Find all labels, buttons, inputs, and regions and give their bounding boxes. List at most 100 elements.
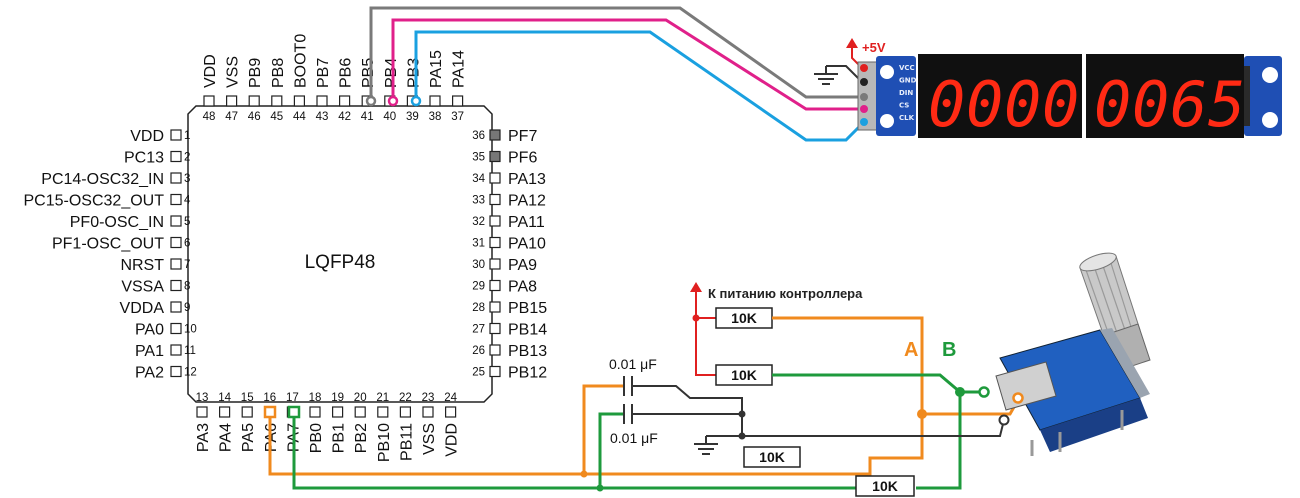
pin-number: 6 (184, 238, 190, 250)
pin-number: 20 (354, 392, 367, 404)
cap-top-label: 0.01 μF (609, 356, 657, 372)
wire-magenta-din (391, 18, 864, 111)
pin-label: PA9 (508, 257, 537, 274)
pin-number: 28 (472, 302, 485, 314)
module-pin-label: CS (899, 102, 909, 110)
pin-label: NRST (120, 257, 164, 274)
gnd-dot (860, 78, 868, 86)
display-digit: 0 (1042, 68, 1079, 141)
pin-number: 9 (184, 302, 190, 314)
b-joint-main (955, 387, 965, 397)
pin-left-8: 8 VSSA (121, 279, 190, 296)
power-arrow-icon (690, 282, 702, 292)
pin-number: 45 (270, 111, 283, 123)
vcc-dot (860, 64, 868, 72)
supply-label: +5V (862, 40, 886, 55)
pin-label: PB7 (315, 58, 332, 88)
pin-label: PB12 (508, 365, 547, 382)
a-joint-bottom (580, 470, 588, 478)
pin-label: VDD (444, 423, 461, 457)
wire-b-bus (600, 390, 984, 490)
display-block-right (1086, 54, 1244, 138)
pin-left-1: 1 VDD (130, 128, 190, 145)
wire-a-bus (584, 399, 1020, 476)
pin-label: PF6 (508, 150, 537, 167)
pin-label: VSSA (121, 279, 164, 296)
pin-label: VDD (130, 128, 164, 145)
pin-label: VDD (202, 54, 219, 88)
pin-number: 8 (184, 281, 190, 293)
ground-icon (814, 66, 838, 85)
display-digit: 5 (1208, 68, 1245, 141)
pin-label: PA8 (508, 279, 537, 296)
cap-joint (738, 410, 746, 418)
power-label: К питанию контроллера (708, 286, 863, 301)
power-joint (692, 314, 700, 322)
pin-label: PF1-OSC_OUT (52, 236, 164, 253)
pin-number: 41 (361, 111, 374, 123)
pin-number: 44 (293, 111, 306, 123)
pin-label: PB0 (308, 423, 325, 453)
pin-number: 42 (338, 111, 351, 123)
pin-label: PA15 (428, 50, 445, 88)
pin-number: 27 (472, 324, 485, 336)
pin-left-6: 6 PF1-OSC_OUT (52, 236, 190, 253)
resistor-series-b (855, 475, 915, 497)
mount-hole-bl (880, 114, 894, 128)
pins-left: 1VDD2PC133PC14-OSC32_IN4PC15-OSC32_OUT5P… (24, 128, 197, 382)
cap-a-ground-wire (632, 385, 743, 436)
pin-label: PB2 (353, 423, 370, 453)
pin-number: 43 (316, 111, 329, 123)
pin-number: 1 (184, 130, 190, 142)
pin-right-32: 32 PA11 (472, 214, 545, 231)
display-digit: 6 (1170, 68, 1207, 141)
pin-number: 34 (472, 173, 485, 185)
pin-number: 12 (184, 367, 197, 379)
pin-number: 11 (184, 345, 196, 357)
mount-hole-br (1262, 112, 1278, 128)
pin-left-9: 9 VDDA (120, 300, 191, 317)
pin-number: 10 (184, 324, 197, 336)
pin-label: PF7 (508, 128, 537, 145)
display-digit: 0 (928, 68, 965, 141)
right-header (1244, 66, 1250, 126)
pin-label: PA11 (508, 214, 545, 231)
arrow-up-icon (846, 38, 858, 48)
ground-icon-encoder (694, 436, 718, 455)
pin-number: 40 (383, 111, 396, 123)
pin39-joint (410, 95, 422, 107)
pin-label: VDDA (120, 300, 165, 317)
pin-label: PB5 (360, 58, 377, 88)
pa6-marker (263, 405, 277, 419)
encoder-circuit: К питанию контроллера 10K 10K A B 0.01 (263, 252, 1151, 497)
pin-label: VSS (421, 423, 438, 455)
pin-right-28: 28 PB15 (472, 300, 547, 317)
pin-label: PA3 (195, 423, 212, 452)
mount-hole-tr (1262, 67, 1278, 83)
mount-hole-tl (880, 65, 894, 79)
pin-number: 32 (472, 216, 485, 228)
pin-label: PB15 (508, 300, 547, 317)
resistor-series-a-value: 10K (759, 449, 785, 465)
a-joint-main (917, 409, 927, 419)
pin-number: 23 (422, 392, 435, 404)
resistor-pullup-b-value: 10K (731, 367, 757, 383)
pin-label: PB13 (508, 343, 547, 360)
